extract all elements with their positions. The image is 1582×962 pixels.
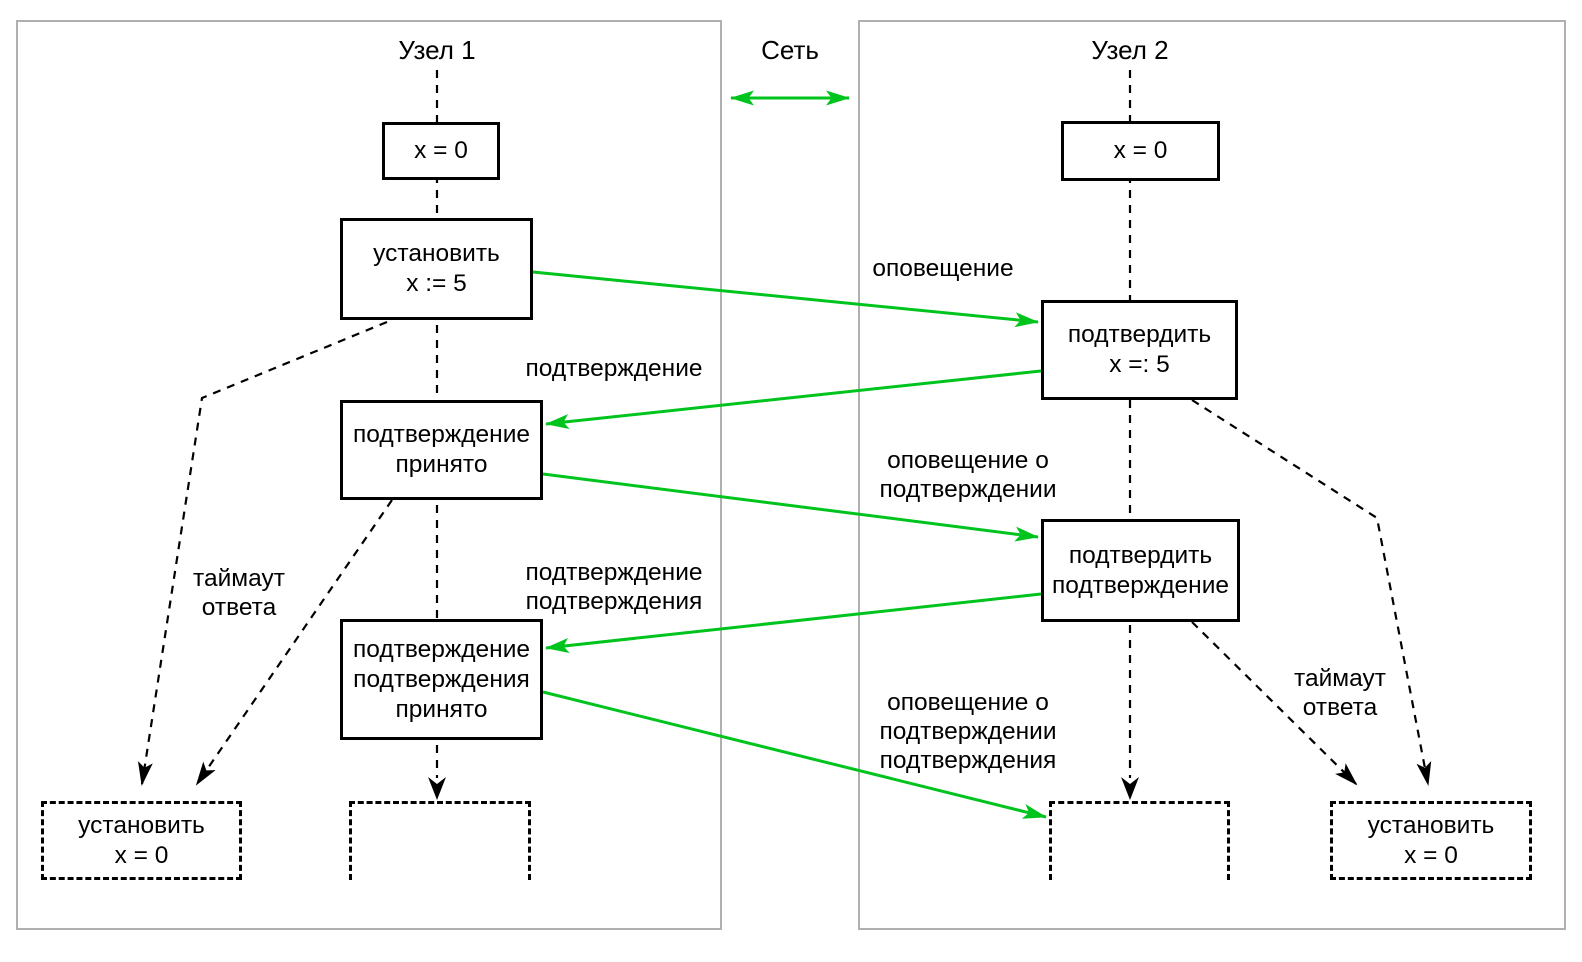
node2-box-reset-x0: установить x = 0 [1330,801,1532,880]
label-notify-of-ack: оповещение о подтверждении [879,446,1056,504]
node2-box-confirm-x5-line1: подтвердить [1067,321,1212,348]
arrow-ack-of-ack [545,592,1042,653]
label-notify: оповещение [872,254,1013,283]
node2-panel [858,20,1566,930]
label-ack-line1: подтверждение [525,355,703,382]
node2-timeout-label: таймаут ответа [1294,664,1386,722]
node1-box-ack-received-line2: принято [395,451,488,478]
node1-box-ack-received-line1: подтверждение [352,421,530,448]
node2-timeout-line1: таймаут [1294,665,1386,692]
node1-box-x0-text: x = 0 [414,137,468,164]
node1-panel [16,20,722,930]
node2-box-confirm-ack: подтвердить подтверждение [1041,519,1240,622]
node1-timeout-label: таймаут ответа [193,564,285,622]
node1-box-ackack-received-line3: принято [395,695,488,723]
node1-lifeline-arrowhead [428,777,446,800]
node1-box-empty-future [349,801,531,880]
label-notify-of-ack-line1: оповещение о [887,447,1049,474]
node1-box-set-x5-line2: x := 5 [406,270,467,297]
label-notify-of-ack-ack: оповещение о подтверждении подтверждения [879,688,1056,775]
label-notify-line1: оповещение [872,255,1014,282]
node2-box-confirm-x5: подтвердить x =: 5 [1041,300,1238,400]
node2-box-empty-future [1049,801,1230,880]
node1-box-set-x5-line1: установить [373,240,500,267]
node1-box-reset-line1: установить [78,811,205,839]
node1-title: Узел 1 [398,35,476,65]
label-notify-of-ack-ack-line2: подтверждении [879,718,1057,745]
node1-box-ack-received: подтверждение принято [340,400,543,500]
node1-box-set-x5: установить x := 5 [340,218,533,320]
arrow-notify-of-ack [542,472,1039,542]
node2-box-x0-text: x = 0 [1113,137,1168,164]
node2-box-confirm-ack-line2: подтверждение [1051,571,1229,599]
node1-box-reset-x0: установить x = 0 [41,801,242,880]
arrow-notify [532,270,1039,328]
node2-box-x0: x = 0 [1061,121,1220,181]
node1-box-ackack-received: подтверждение подтверждения принято [340,619,543,740]
arrow-notify-of-ack-ack [542,690,1047,819]
label-notify-of-ack-line2: подтверждении [879,476,1057,503]
node2-box-confirm-x5-line2: x =: 5 [1109,351,1170,378]
node1-timeout-line2: ответа [201,594,277,621]
label-ack-of-ack-line1: подтверждение [525,559,703,586]
label-notify-of-ack-ack-line1: оповещение о [887,689,1049,716]
node1-timeout-arrow-1 [137,320,388,786]
label-ack-of-ack-line2: подтверждения [525,588,703,615]
node1-box-reset-line2: x = 0 [114,841,169,869]
label-ack-of-ack: подтверждение подтверждения [525,558,702,616]
node1-timeout-line1: таймаут [193,565,285,592]
node2-box-reset-line1: установить [1367,811,1495,839]
node1-box-x0: x = 0 [382,122,500,180]
node2-timeout-line2: ответа [1302,694,1378,721]
node2-box-reset-line2: x = 0 [1404,841,1458,869]
network-title: Сеть [761,35,819,65]
node2-lifeline-arrowhead [1121,777,1139,800]
node1-box-ackack-received-line2: подтверждения [353,665,530,693]
node1-timeout-arrow-2 [195,499,393,786]
arrow-ack [545,369,1042,430]
node2-title: Узел 2 [1091,35,1169,65]
node1-box-ackack-received-line1: подтверждение [352,635,530,663]
label-notify-of-ack-ack-line3: подтверждения [879,747,1057,774]
label-ack: подтверждение [525,354,702,383]
node2-box-confirm-ack-line1: подтвердить [1068,541,1213,569]
